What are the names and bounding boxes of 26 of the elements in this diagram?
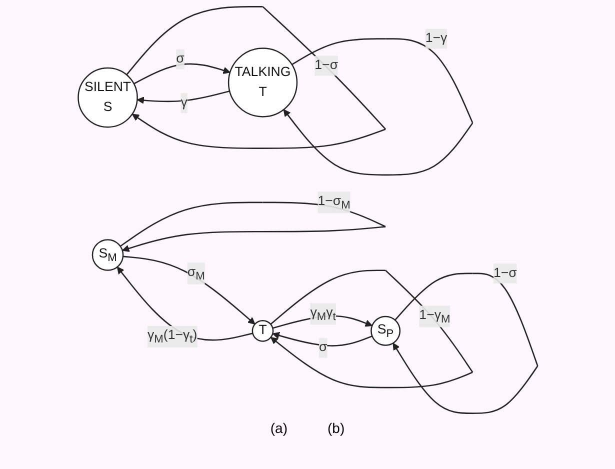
edge-label: γ$_{M}$γ$_{t}$ (310, 306, 336, 322)
edge-label: 1−γ (424, 31, 447, 46)
edge-label: σ$_{M}$ (186, 265, 204, 282)
edge-label: 1−σ (492, 266, 516, 280)
arrow (270, 270, 473, 388)
arrow (392, 272, 538, 414)
edge-label: γ (180, 96, 187, 110)
state-circle: TALKING T (227, 48, 298, 118)
arrow (122, 256, 255, 324)
edge-label: 1−γ$_{M}$ (418, 308, 450, 325)
arrow (133, 63, 230, 84)
arrow (126, 6, 386, 149)
caption-label: (b) (328, 420, 345, 436)
state-circle: SILENT S (77, 67, 138, 128)
arrow (282, 38, 473, 176)
state-circle: S$_{P}$ (370, 316, 400, 346)
state-circle: S$_{M}$ (91, 239, 124, 271)
arrow (136, 90, 230, 104)
edge-label: σ (318, 340, 327, 355)
state-circle: T (251, 320, 274, 342)
arrow (272, 332, 372, 346)
edge-label: 1−σ$_{M}$ (317, 194, 350, 211)
edge-label: 1−σ (314, 58, 338, 72)
edge-label: γ$_{M}$(1−γ$_{t}$) (147, 328, 197, 346)
edge-label: σ (176, 52, 184, 66)
caption-label: (a) (270, 420, 288, 436)
